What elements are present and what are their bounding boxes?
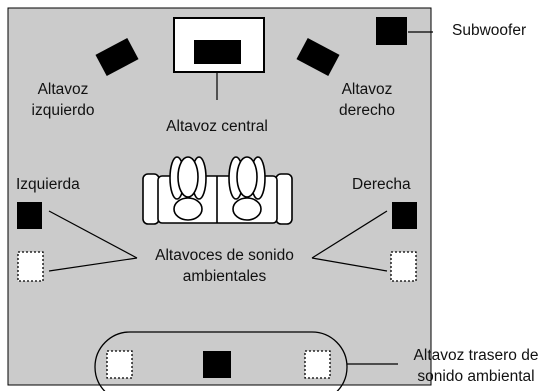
rear-surround-label: Altavoz trasero de sonido ambiental bbox=[399, 345, 553, 387]
subwoofer-label: Subwoofer bbox=[452, 22, 527, 39]
surround-label: Altavoces de sonido ambientales bbox=[137, 245, 312, 287]
surround-label-line2: ambientales bbox=[182, 268, 267, 285]
rear-left-surround-speaker bbox=[106, 350, 133, 379]
front-right-label-line2: derecho bbox=[338, 102, 395, 119]
surround-leader-lines bbox=[48, 210, 388, 272]
front-left-speaker bbox=[95, 37, 139, 77]
left-speaker bbox=[17, 202, 42, 229]
front-right-label-line1: Altavoz bbox=[341, 81, 393, 98]
surround-label-line1: Altavoces de sonido bbox=[155, 247, 294, 264]
front-left-label: Altavoz izquierdo bbox=[18, 79, 108, 121]
rear-surround-outline bbox=[94, 331, 348, 391]
right-speaker bbox=[392, 202, 417, 229]
front-right-speaker bbox=[296, 37, 340, 77]
left-surround-speaker bbox=[17, 251, 44, 282]
front-left-label-line2: izquierdo bbox=[31, 102, 95, 119]
front-left-label-line1: Altavoz bbox=[37, 81, 89, 98]
left-label: Izquierda bbox=[16, 176, 80, 193]
right-label: Derecha bbox=[352, 176, 411, 193]
rear-surround-label-line2: sonido ambiental bbox=[417, 368, 535, 385]
rear-right-surround-speaker bbox=[304, 350, 331, 379]
front-right-label: Altavoz derecho bbox=[324, 79, 410, 121]
center-speaker bbox=[194, 40, 241, 64]
rear-center-speaker bbox=[203, 351, 231, 378]
subwoofer-speaker bbox=[376, 17, 407, 45]
center-speaker-label: Altavoz central bbox=[166, 118, 268, 135]
tv-icon bbox=[173, 17, 265, 100]
sofa-with-listeners-icon bbox=[142, 156, 293, 225]
right-surround-speaker bbox=[390, 251, 417, 282]
rear-surround-label-line1: Altavoz trasero de bbox=[413, 347, 539, 364]
